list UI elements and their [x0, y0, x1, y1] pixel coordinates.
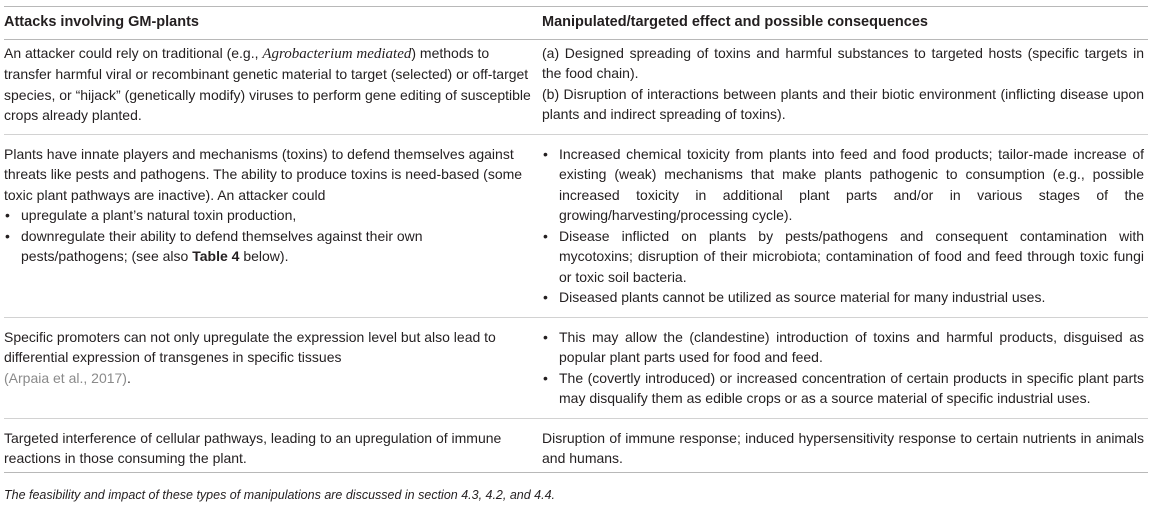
attack-text: ) methods to transfer harmful viral or r…: [4, 44, 531, 124]
header-effects: Manipulated/targeted effect and possible…: [532, 6, 1148, 40]
effect-bullet-list: Increased chemical toxicity from plants …: [542, 144, 1144, 308]
list-item-text: below).: [239, 248, 289, 264]
attack-bullet-list: upregulate a plant’s natural toxin produ…: [4, 205, 532, 267]
attack-cell: Plants have innate players and mechanism…: [4, 134, 532, 318]
list-item: Increased chemical toxicity from plants …: [542, 144, 1144, 226]
latin-term: Agrobacterium mediated: [262, 45, 412, 62]
attack-cell: Specific promoters can not only upregula…: [4, 317, 532, 419]
citation-link[interactable]: (Arpaia et al., 2017): [4, 369, 127, 386]
table-reference-link[interactable]: Table 4: [192, 248, 240, 264]
effect-cell: Disruption of immune response; induced h…: [532, 418, 1148, 473]
attack-text: An attacker could rely on traditional (e…: [4, 44, 263, 61]
attack-text: Specific promoters can not only upregula…: [4, 328, 496, 366]
attack-intro: Plants have innate players and mechanism…: [4, 145, 523, 203]
effect-cell: This may allow the (clandestine) introdu…: [532, 317, 1148, 419]
table-row: Specific promoters can not only upregula…: [4, 317, 1148, 419]
header-attacks: Attacks involving GM-plants: [4, 6, 532, 40]
list-item: downregulate their ability to defend the…: [4, 226, 532, 267]
table-row: Targeted interference of cellular pathwa…: [4, 418, 1148, 473]
attack-text: .: [126, 369, 131, 386]
attack-cell: An attacker could rely on traditional (e…: [4, 39, 532, 135]
effect-bullet-list: This may allow the (clandestine) introdu…: [542, 327, 1144, 409]
list-item-text: downregulate their ability to defend the…: [21, 227, 423, 265]
list-item: This may allow the (clandestine) introdu…: [542, 327, 1144, 368]
effect-line: (b) Disruption of interactions between p…: [542, 85, 1144, 123]
effect-cell: Increased chemical toxicity from plants …: [532, 134, 1148, 318]
attack-cell: Targeted interference of cellular pathwa…: [4, 418, 532, 473]
effect-line: (a) Designed spreading of toxins and har…: [542, 44, 1144, 82]
list-item: Diseased plants cannot be utilized as so…: [542, 287, 1144, 308]
table-footnote: The feasibility and impact of these type…: [4, 488, 556, 502]
table-row: An attacker could rely on traditional (e…: [4, 39, 1148, 135]
gm-plant-attacks-table: Attacks involving GM-plants Manipulated/…: [4, 6, 1148, 473]
table-header-row: Attacks involving GM-plants Manipulated/…: [4, 6, 1148, 40]
table-row: Plants have innate players and mechanism…: [4, 134, 1148, 318]
list-item: The (covertly introduced) or increased c…: [542, 368, 1144, 409]
list-item-text: upregulate a plant’s natural toxin produ…: [21, 207, 297, 223]
effect-cell: (a) Designed spreading of toxins and har…: [532, 39, 1148, 135]
list-item: Disease inflicted on plants by pests/pat…: [542, 226, 1144, 288]
list-item: upregulate a plant’s natural toxin produ…: [4, 205, 532, 226]
